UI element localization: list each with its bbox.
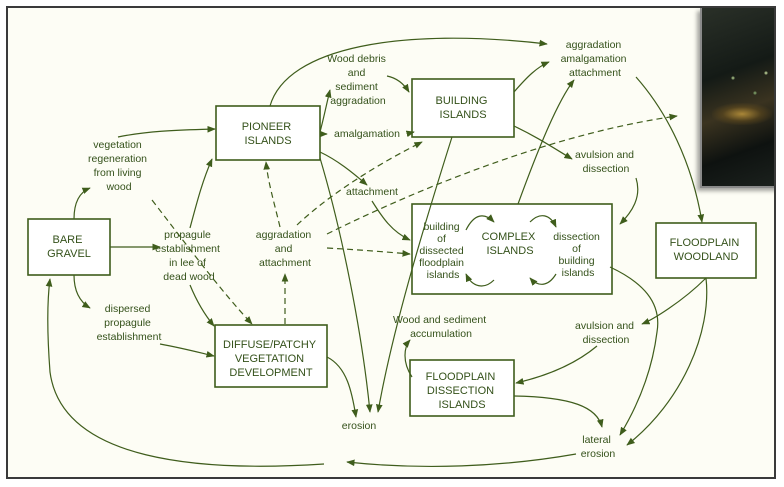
vegetation-regeneration-label: vegetation regeneration from living wood	[88, 139, 150, 193]
floodplain-woodland-label: FLOODPLAIN WOODLAND	[670, 237, 743, 263]
river-island-photo	[700, 8, 774, 188]
pioneer-islands-label: PIONEER ISLANDS	[242, 121, 295, 147]
complex-inner-building-label: building of dissected floodplain islands	[419, 221, 467, 281]
wood-sediment-label: Wood and sediment accumulation	[393, 314, 489, 340]
bare-gravel-box	[27, 218, 111, 276]
complex-islands-box	[411, 203, 613, 295]
attachment-label: attachment	[346, 186, 398, 198]
aggradation-amalgamation-label: aggradation amalgamation attachment	[561, 39, 630, 79]
complex-islands-label: COMPLEX ISLANDS	[482, 231, 539, 257]
amalgamation-label: amalgamation	[334, 128, 400, 140]
complex-inner-dissection-label: dissection of building islands	[553, 231, 603, 279]
wood-debris-label: Wood debris and sediment aggradation	[327, 53, 389, 107]
floodplain-dissection-box	[409, 359, 515, 417]
bare-gravel-label: BARE GRAVEL	[47, 234, 91, 260]
erosion-label: erosion	[342, 420, 377, 432]
floodplain-dissection-label: FLOODPLAIN DISSECTION ISLANDS	[426, 371, 499, 411]
dashed-arrows	[151, 113, 678, 325]
pioneer-islands-box	[215, 105, 321, 161]
diffuse-vegetation-box	[214, 324, 328, 388]
building-islands-label: BUILDING ISLANDS	[435, 95, 490, 121]
dispersed-propagule-label: dispersed propagule establishment	[97, 303, 162, 343]
diagram-frame: BARE GRAVEL PIONEER ISLANDS BUILDING ISL…	[6, 6, 776, 479]
building-islands-box	[411, 78, 515, 138]
avulsion-dissection-upper-label: avulsion and dissection	[575, 149, 637, 175]
propagule-establishment-label: propagule establishment in lee of dead w…	[155, 229, 223, 283]
lateral-erosion-label: lateral erosion	[581, 434, 616, 460]
floodplain-woodland-box	[655, 222, 757, 279]
aggradation-attachment-label: aggradation and attachment	[256, 229, 314, 269]
island-development-diagram: BARE GRAVEL PIONEER ISLANDS BUILDING ISL…	[27, 37, 757, 468]
water-reflection	[712, 103, 772, 125]
diffuse-vegetation-label: DIFFUSE/PATCHY VEGETATION DEVELOPMENT	[223, 339, 319, 379]
solid-arrows	[45, 37, 708, 468]
avulsion-dissection-lower-label: avulsion and dissection	[575, 320, 637, 346]
